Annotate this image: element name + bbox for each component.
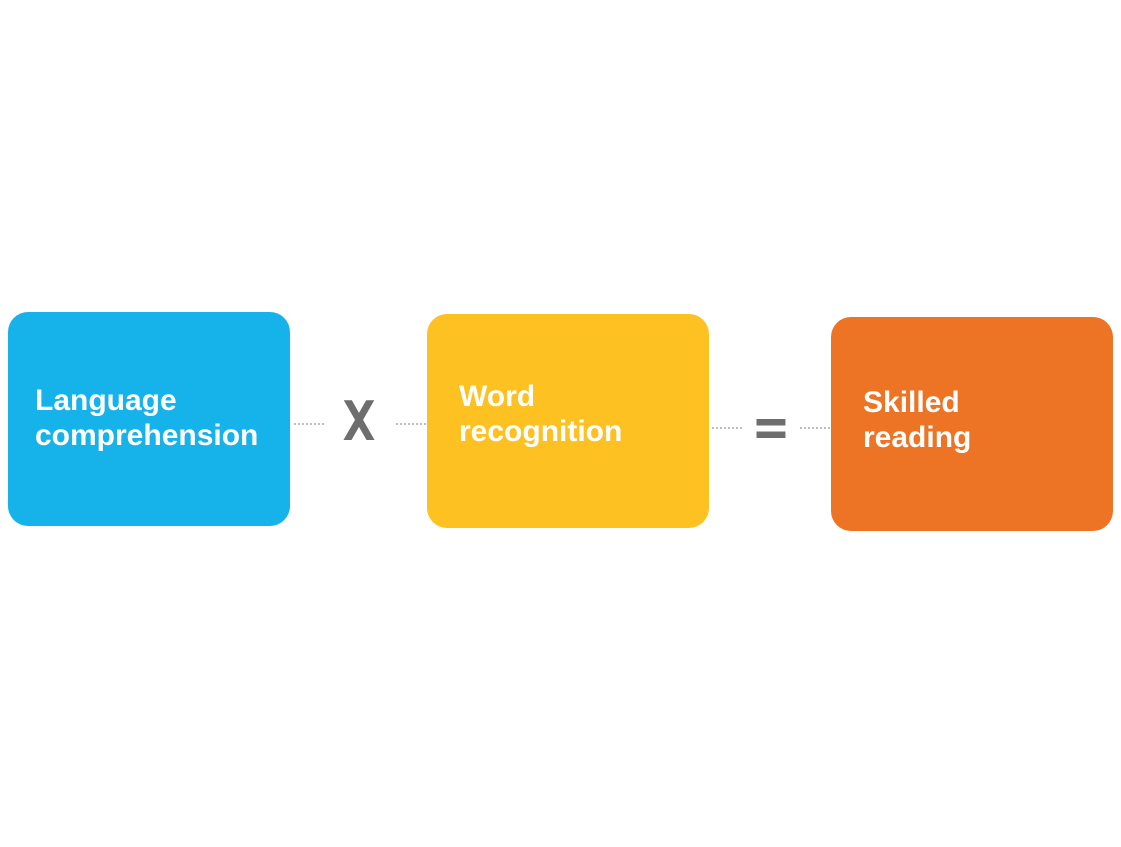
multiply-operator: X [342, 390, 376, 453]
connector-dots [294, 423, 324, 425]
skilled-reading-box: Skilled reading [831, 317, 1113, 531]
connector-dots [800, 427, 830, 429]
word-recognition-box: Word recognition [427, 314, 709, 528]
connector-dots [396, 423, 426, 425]
language-comprehension-label: Language comprehension [35, 384, 259, 452]
word-recognition-label: Word recognition [459, 380, 623, 448]
equals-operator: = [754, 395, 788, 460]
skilled-reading-label: Skilled reading [863, 386, 972, 454]
language-comprehension-box: Language comprehension [8, 312, 290, 526]
connector-dots [712, 427, 742, 429]
